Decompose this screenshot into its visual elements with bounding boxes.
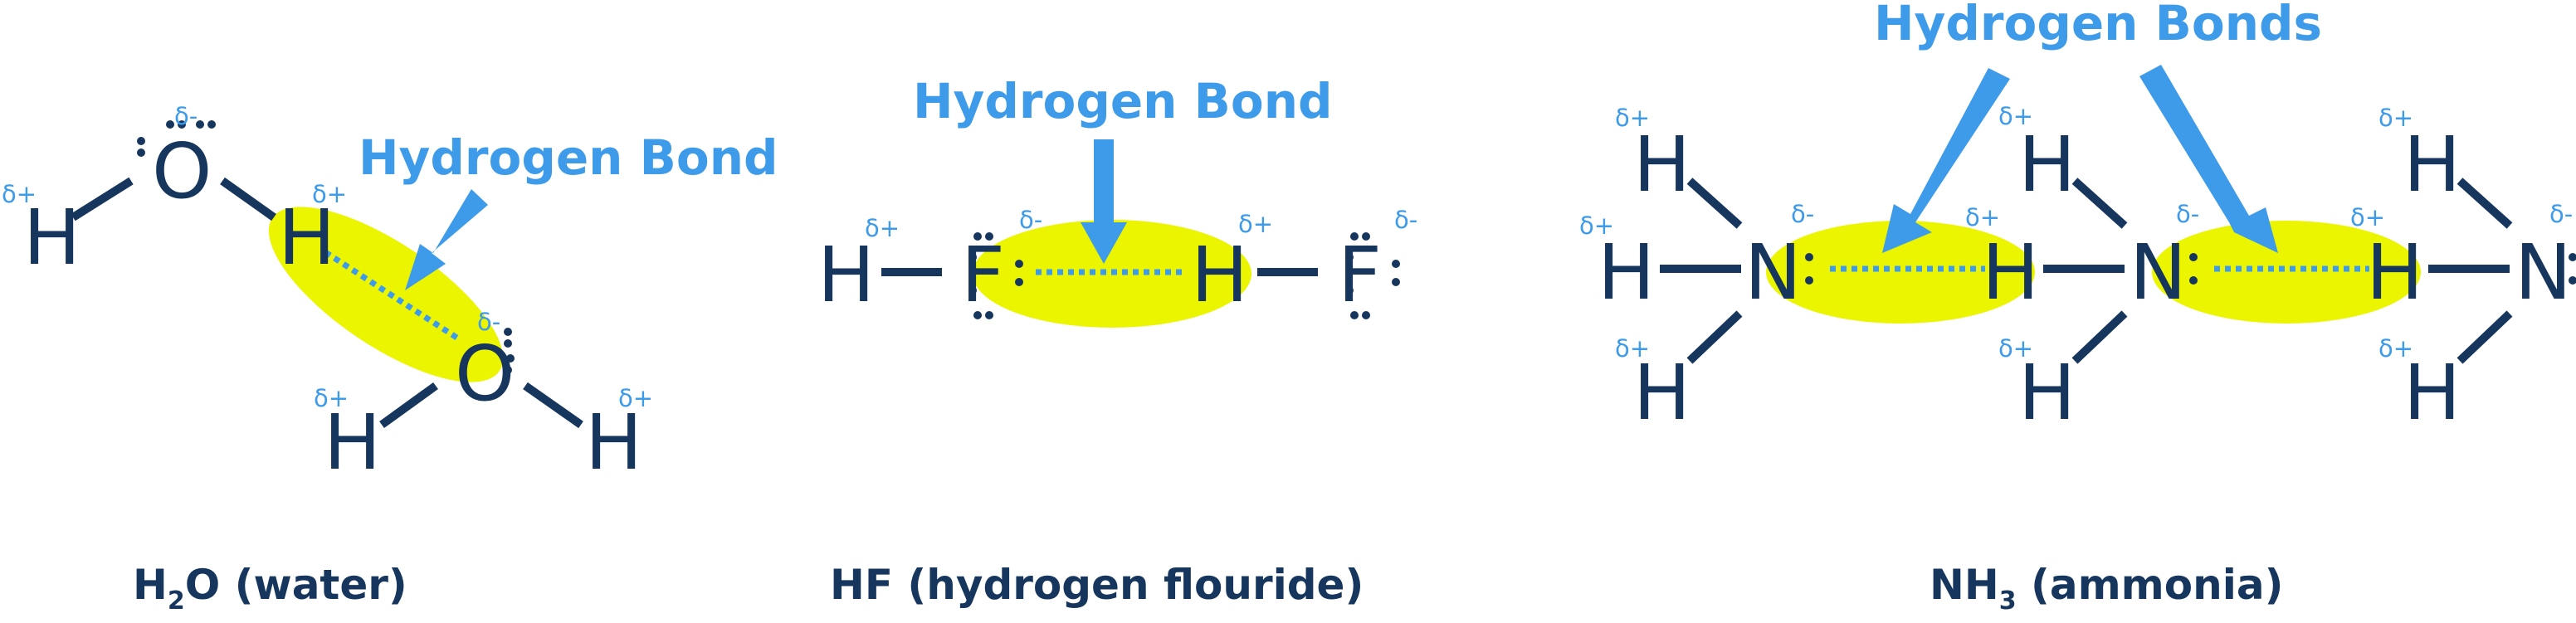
ammonia-charge: δ+ [1965,203,2000,231]
hf-caption: HF (hydrogen flouride) [830,561,1364,609]
ammonia-charge: δ+ [2378,104,2413,132]
hf-label-arrow [1081,139,1127,264]
ammonia-charge: δ+ [1998,334,2033,363]
hf-charge-f2: δ- [1394,206,1417,234]
water-bond-o1-h2 [220,177,276,221]
hf-bond-label: Hydrogen Bond [913,73,1333,129]
hf-molecule-group: H F H F δ+ δ- δ+ δ- Hydrogen Bond [817,73,1417,328]
ammonia-molecule-group: H H H N H H H N H H H N δ+ δ+ δ+ δ- δ+ δ… [1579,0,2576,437]
hf-lone-pairs [968,232,1400,319]
ammonia-atom-h: H [2018,120,2076,209]
hf-charge-h1: δ+ [865,214,900,242]
ammonia-atom-h: H [1633,120,1690,209]
ammonia-hbond-highlight-1 [1766,221,2035,324]
water-atom-h1: H [23,193,80,282]
ammonia-label-arrow-1 [1882,68,2010,253]
hf-charge-f1: δ- [1019,206,1042,234]
ammonia-bond [2456,310,2513,364]
ammonia-bond [1686,310,1743,364]
water-label-arrow [405,189,488,290]
ammonia-caption: NH3 (ammonia) [1930,561,2283,616]
hf-atom-f1: F [961,231,1005,319]
water-lone-pairs [137,120,515,374]
water-charge-h3: δ+ [314,384,349,412]
ammonia-atom-h: H [2403,348,2461,437]
ammonia-bond [1686,178,1743,229]
water-bond-o2-h4 [523,382,583,429]
ammonia-atom-h: H [2018,348,2076,437]
hf-charge-h2: δ+ [1238,210,1273,238]
water-atom-h3: H [324,398,381,487]
ammonia-atom-n: N [2130,228,2187,317]
water-bond-label: Hydrogen Bond [359,129,778,186]
ammonia-lone-pairs [1805,253,2576,285]
hf-atom-h1: H [817,231,875,319]
water-caption: H2O (water) [133,561,407,616]
ammonia-atom-h: H [1633,348,1690,437]
ammonia-atom-n: N [1744,228,1802,317]
ammonia-atom-h: H [1598,228,1655,317]
ammonia-charge: δ+ [1998,102,2033,130]
ammonia-atom-h: H [2403,120,2461,209]
ammonia-charge: δ+ [2350,203,2385,231]
ammonia-charge: δ+ [1579,212,1614,240]
ammonia-charge: δ+ [2378,334,2413,363]
water-atom-h4: H [585,398,642,487]
water-bond-h1-o1 [71,177,134,221]
ammonia-charge: δ+ [1615,334,1650,363]
water-atom-h2: H [278,193,335,282]
water-charge-o2: δ- [477,308,500,336]
ammonia-label-arrow-2 [2139,65,2278,253]
ammonia-atom-h: H [1982,228,2039,317]
hf-atom-h2: H [1191,231,1248,319]
ammonia-bond [2071,310,2128,364]
ammonia-atom-h: H [2366,228,2423,317]
water-atom-o1: O [152,127,212,216]
ammonia-atom-n: N [2515,228,2572,317]
water-charge-h4: δ+ [618,384,653,412]
water-bond-o2-h3 [379,382,438,429]
water-hydrogen-bond-line [324,250,462,343]
ammonia-bond [2456,178,2513,229]
ammonia-hbond-highlight-2 [2152,221,2421,324]
ammonia-bond [2071,178,2128,229]
ammonia-charge: δ- [2176,200,2199,228]
ammonia-bond-label: Hydrogen Bonds [1874,0,2322,51]
water-charge-h2: δ+ [312,180,347,208]
hf-atom-f2: F [1338,231,1382,319]
ammonia-charge: δ- [1791,200,1814,228]
ammonia-charge: δ+ [1615,104,1650,132]
water-atom-o2: O [455,329,515,418]
ammonia-charge: δ- [2549,200,2573,228]
water-molecule-group: H O H O H H δ+ δ- δ+ δ- δ+ δ+ Hydrogen B… [2,102,778,487]
water-charge-h1: δ+ [2,180,37,208]
water-charge-o1: δ- [174,102,198,130]
